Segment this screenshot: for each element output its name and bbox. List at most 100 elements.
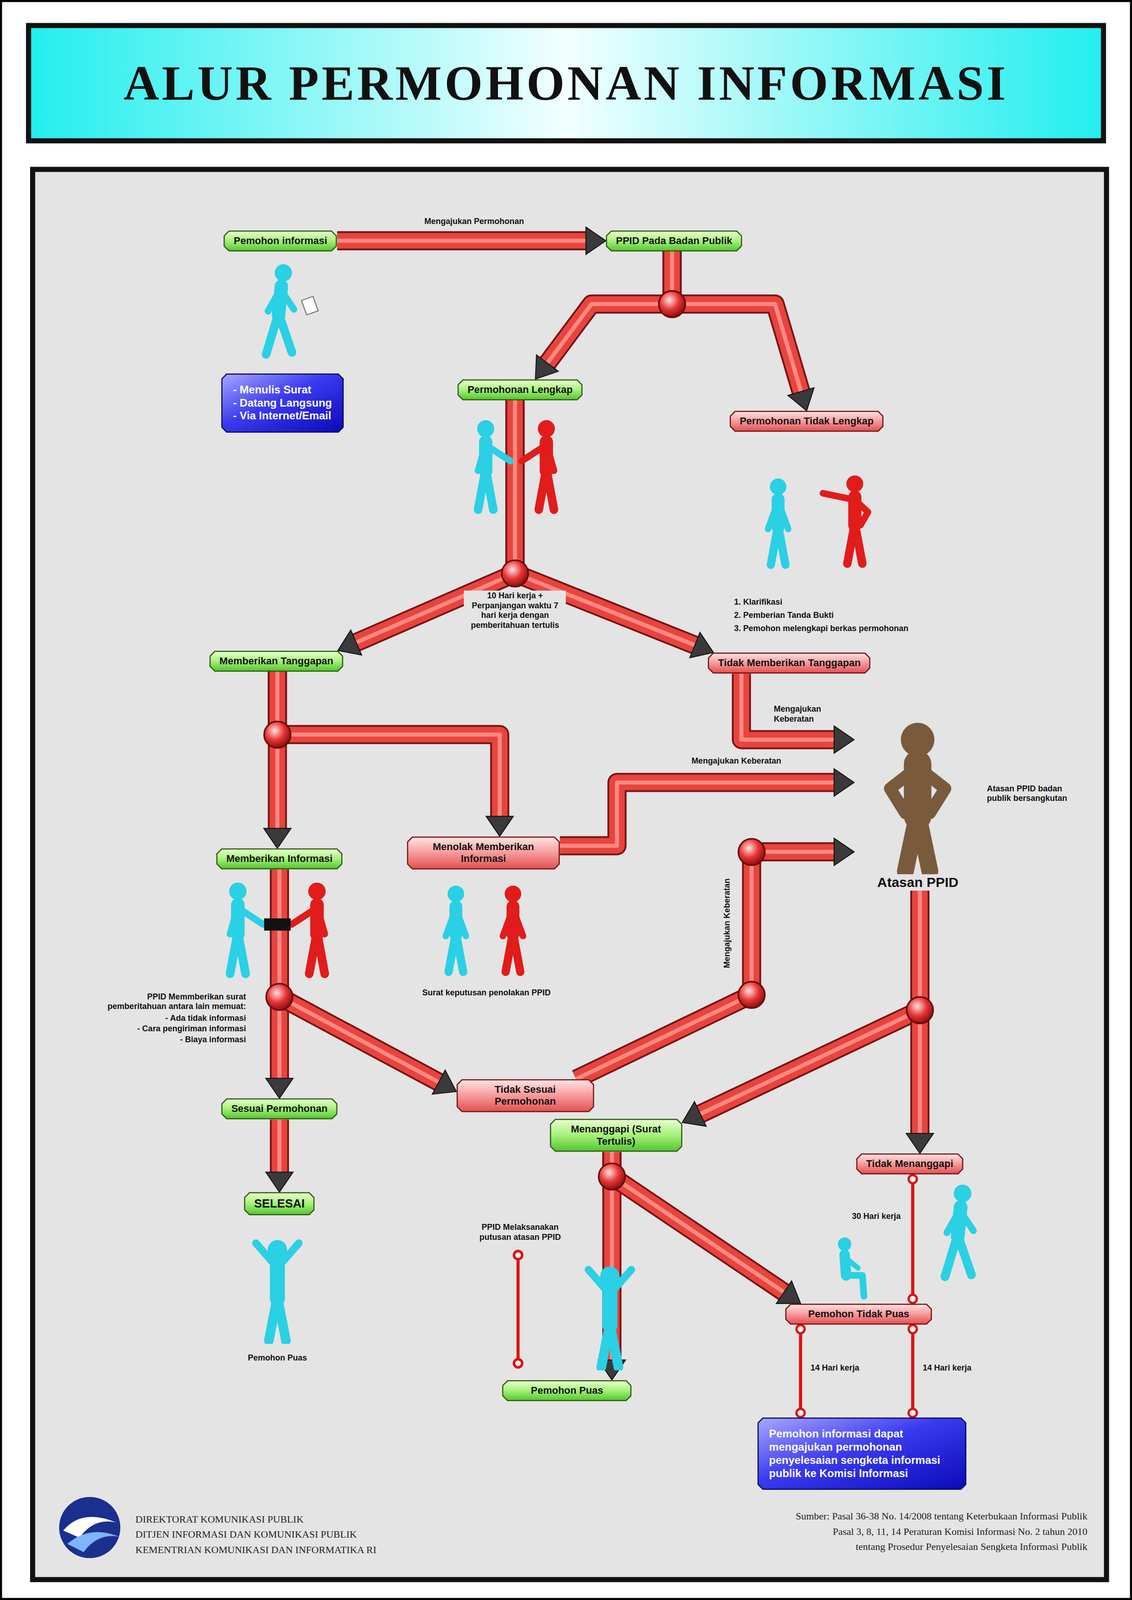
person-node: Atasan PPID (853, 720, 982, 891)
title-text: ALUR PERMOHONAN INFORMASI (28, 25, 1104, 141)
box-outline-shape (606, 230, 742, 251)
flow-arrow (265, 1119, 294, 1193)
process-box: Memberikan Tanggapan (209, 650, 344, 672)
process-box: Pemohon informasi (223, 230, 337, 252)
edge-label: Mengajukan Keberatan (689, 755, 783, 767)
arrow-band-highlight (337, 238, 588, 243)
line-end-dot (908, 1174, 917, 1183)
arrowhead (682, 1101, 707, 1126)
note-label: 10 Hari kerja + Perpanjangan waktu 7 har… (463, 590, 566, 631)
note-label: Surat keputusan penolakan PPID (420, 987, 553, 999)
person-receiving (228, 882, 263, 974)
arrow-band-highlight (576, 851, 837, 1079)
negative-box: Tidak Menanggapi (856, 1152, 964, 1174)
arrowhead (787, 387, 815, 411)
footer-text: KEMENTRIAN KOMUNIKASI DAN INFORMATIKA RI (133, 1543, 379, 1556)
node-text: Memberikan Informasi (226, 852, 333, 865)
walking-person (944, 1184, 974, 1277)
arrowhead (265, 1077, 294, 1098)
person-standing (445, 885, 466, 972)
node-text: Sesuai Permohonan (231, 1102, 328, 1115)
box-outline-shape (786, 1303, 932, 1324)
node-text: Pemohon Puas (512, 1384, 622, 1396)
node-text: Tidak Memberikan Tanggapan (717, 656, 861, 669)
node-text: - Datang Langsung (233, 396, 332, 410)
arrow-band-highlight (559, 781, 836, 846)
edge-label: Mengajukan Permohonan (422, 216, 526, 228)
line-end-dot (908, 1408, 917, 1417)
note-label: Pemohon Puas (245, 1352, 309, 1364)
arrow-band-outline (672, 251, 802, 394)
arrowhead (265, 1171, 294, 1192)
person-giving (291, 882, 326, 974)
person-sitting (837, 1237, 864, 1296)
arrowhead (833, 725, 854, 753)
node-text: SELESAI (253, 1196, 305, 1211)
arrow-band (277, 671, 500, 818)
flow-arrow (682, 890, 920, 1127)
arrow-band (279, 869, 441, 1083)
line-end-dot (796, 1408, 805, 1417)
arrowhead (337, 629, 362, 655)
arrow-band-highlight (277, 1119, 282, 1174)
negative-box: Tidak Memberikan Tanggapan (707, 652, 871, 674)
arrow-band-outline (279, 869, 441, 1083)
person-cheering (255, 1239, 299, 1341)
node-text: PPID Pada Badan Publik (615, 234, 733, 247)
node-text: Permohonan Tidak Lengkap (739, 415, 874, 427)
box-outline-shape (407, 836, 559, 869)
process-box: Permohonan Lengkap (457, 379, 583, 401)
node-text: - Via Internet/Email (233, 409, 332, 423)
letter-paper (301, 296, 319, 315)
node-text: Pemohon Tidak Puas (795, 1307, 923, 1320)
note-label: PPID Memmberikan surat pemberitahuan ant… (84, 991, 248, 1012)
arrow-band-outline (269, 1119, 290, 1174)
flow-arrow (672, 251, 815, 411)
time-line-path (911, 1324, 915, 1417)
note-label: PPID Melaksanakan putusan atasan PPID (469, 1221, 572, 1243)
box-outline-shape (221, 373, 343, 432)
note-label: 2. Pemberian Tanda Bukti (732, 609, 836, 621)
box-outline-shape (757, 1417, 966, 1489)
title-banner (28, 25, 1104, 141)
edge-label: 14 Hari kerja (808, 1362, 862, 1374)
arrow-band-highlight (279, 869, 441, 1083)
process-box: Menanggapi (Surat Tertulis) (549, 1118, 683, 1152)
node-text: - Menulis Surat (233, 383, 332, 397)
box-outline-shape (856, 1153, 963, 1174)
arrow-band (576, 851, 837, 1079)
person-cheering (588, 1266, 632, 1367)
info-box: Pemohon informasi dapat mengajukan permo… (757, 1416, 967, 1490)
footer-text: DIREKTORAT KOMUNIKASI PUBLIK (133, 1512, 306, 1526)
process-box: Sesuai Permohonan (221, 1097, 338, 1119)
node-text: Tidak Menanggapi (866, 1157, 954, 1170)
arrow-band (672, 251, 802, 394)
time-line (908, 1324, 917, 1417)
arrowhead (535, 354, 559, 379)
arrow-band-outline (546, 251, 672, 365)
arrowhead (833, 837, 854, 866)
process-box: Pemohon Puas (502, 1379, 632, 1401)
node-text: Permohonan Lengkap (467, 383, 573, 396)
negative-box: Permohonan Tidak Lengkap (729, 410, 884, 432)
arrowhead (833, 768, 854, 796)
flow-arrow (279, 869, 457, 1094)
main-panel (32, 169, 1107, 1579)
box-outline-shape (222, 1098, 338, 1119)
box-outline-shape (210, 650, 343, 671)
note-label: - Cara pengiriman informasi (135, 1023, 248, 1035)
node-text: Atasan PPID (853, 873, 982, 891)
person-standing (502, 885, 523, 972)
arrow-band (559, 781, 836, 846)
flow-arrow (337, 227, 606, 255)
process-box: PPID Pada Badan Publik (605, 230, 743, 252)
arrowhead (776, 1280, 801, 1304)
box-outline-shape (708, 653, 870, 673)
node-text: Tidak Sesuai Permohonan (466, 1083, 584, 1108)
walking-person (266, 263, 295, 355)
line-end-dot (908, 1294, 917, 1303)
